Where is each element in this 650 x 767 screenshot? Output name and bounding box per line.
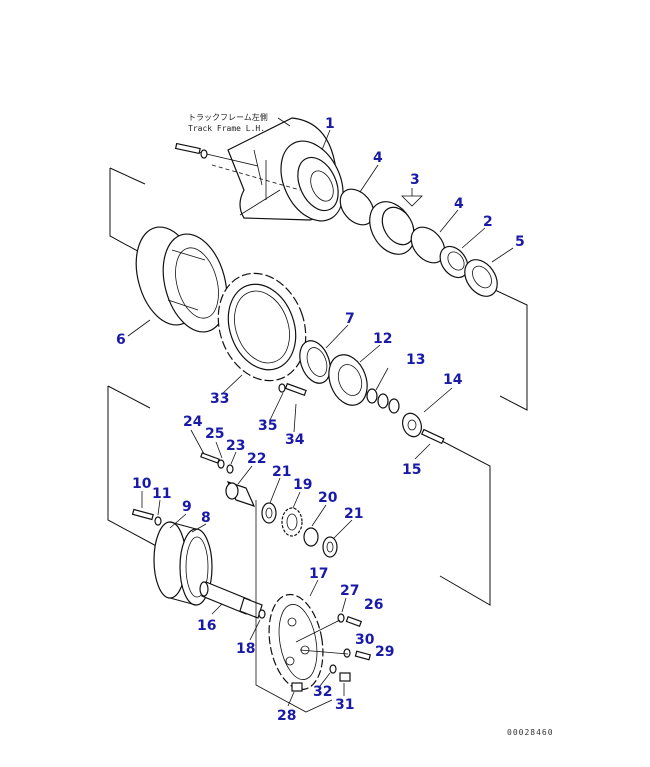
sprocket-33 (217, 272, 307, 382)
callout-21a: 21 (272, 464, 291, 480)
track-frame-housing (174, 117, 344, 222)
hub-6 (135, 226, 228, 333)
bolt-24 (200, 452, 220, 464)
bolts-34-35 (278, 382, 307, 397)
callout-35: 35 (258, 418, 277, 434)
callout-4b: 4 (454, 196, 464, 212)
washer-30 (343, 648, 351, 658)
callout-33: 33 (210, 391, 229, 407)
callout-30: 30 (355, 632, 375, 648)
callout-3: 3 (410, 172, 420, 188)
carrier-17 (258, 593, 372, 692)
plug-18 (258, 609, 266, 619)
bolt-29 (354, 650, 372, 661)
callout-8: 8 (201, 510, 211, 526)
callout-2: 2 (483, 214, 493, 230)
track-frame-label-en: Track Frame L.H. (188, 124, 265, 133)
bearing-7 (299, 340, 331, 384)
callout-21b: 21 (344, 506, 363, 522)
shim-13a (366, 388, 378, 404)
bolt-28 (291, 682, 303, 692)
bolt-31 (339, 672, 351, 682)
callout-5: 5 (515, 234, 525, 250)
track-frame-label: トラックフレーム左側 Track Frame L.H. (188, 112, 291, 133)
cover-12 (328, 354, 368, 406)
callout-27: 27 (340, 583, 359, 599)
planet-gear-group (200, 452, 338, 558)
track-frame-label-jp: トラックフレーム左側 (188, 112, 268, 122)
callout-18: 18 (236, 641, 255, 657)
callout-29: 29 (375, 644, 394, 660)
thrust-washer-21b (322, 536, 338, 558)
reference-lines (107, 167, 528, 606)
callout-10: 10 (132, 476, 152, 492)
drawing-code: 00028460 (507, 728, 554, 737)
callout-13: 13 (406, 352, 425, 368)
callout-22: 22 (247, 451, 266, 467)
callout-1: 1 (325, 116, 335, 132)
callout-28: 28 (277, 708, 296, 724)
callout-15: 15 (402, 462, 421, 478)
callout-6: 6 (116, 332, 126, 348)
bolt-26 (345, 615, 363, 627)
callout-31: 31 (335, 697, 354, 713)
callout-20: 20 (318, 490, 338, 506)
washer-11 (154, 516, 162, 526)
callout-32: 32 (313, 684, 332, 700)
callout-25: 25 (205, 426, 224, 442)
washer-14 (401, 412, 423, 438)
callout-17: 17 (309, 566, 328, 582)
callout-16: 16 (197, 618, 216, 634)
callout-24: 24 (183, 414, 203, 430)
callout-12: 12 (373, 331, 392, 347)
callout-34: 34 (285, 432, 305, 448)
pin-23 (226, 464, 234, 474)
shim-13b (377, 393, 389, 409)
callout-numbers: 1 2 3 4 4 5 6 7 8 9 10 11 12 13 14 15 16… (116, 116, 525, 724)
callout-9: 9 (182, 499, 192, 515)
carrier-group (299, 340, 445, 445)
leader-lines (127, 129, 514, 713)
callout-23: 23 (226, 438, 245, 454)
seal-group (339, 188, 498, 297)
shaft-16 (199, 581, 263, 619)
washer-32 (329, 664, 337, 674)
callout-14: 14 (443, 372, 463, 388)
callout-26: 26 (364, 597, 383, 613)
planet-gear-19 (281, 507, 303, 537)
bolt-10 (131, 508, 154, 521)
bolt-15 (420, 428, 445, 445)
thrust-washer-21a (261, 502, 277, 524)
washer-25 (217, 459, 225, 469)
callout-19: 19 (293, 477, 312, 493)
shim-13c (388, 398, 400, 414)
callout-4a: 4 (373, 150, 383, 166)
callout-7: 7 (345, 311, 355, 327)
callout-11: 11 (152, 486, 171, 502)
bearing-20 (303, 527, 319, 547)
